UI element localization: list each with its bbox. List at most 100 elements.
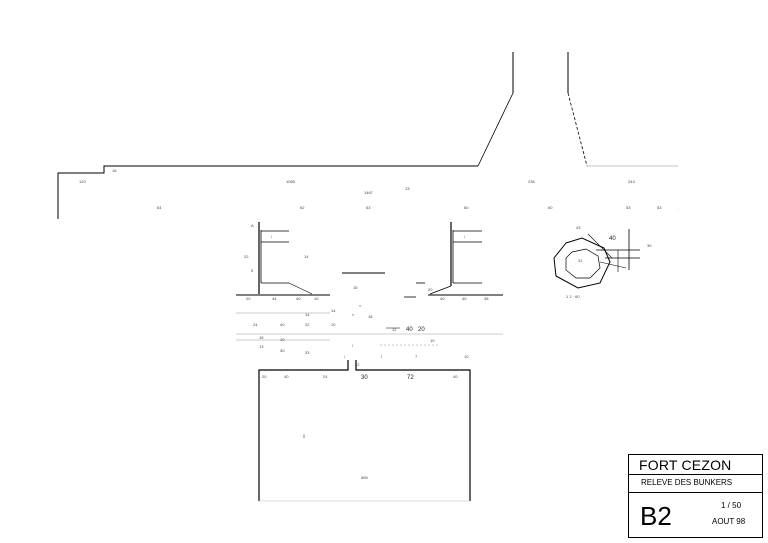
dim-mark: 53 [626, 205, 631, 210]
dim-label-20: 20 [418, 327, 425, 333]
dim-mark: 43 [576, 225, 581, 230]
dim-mark: 12 [392, 327, 397, 332]
dim-mark: · [678, 207, 679, 212]
octagonal-chamber [553, 229, 640, 289]
dim-mark: 13 [405, 186, 410, 191]
outer-walls [57, 52, 678, 219]
dim-mark: 22 [244, 254, 249, 259]
drawing-date: AOUT 98 [712, 517, 746, 526]
dim-mark: 40 [440, 296, 445, 301]
dim-mark: 62 [300, 205, 305, 210]
dim-label-30: 30 [361, 375, 368, 381]
dim-mark: 5 [251, 268, 254, 273]
dim-mark: 40 [284, 374, 289, 379]
dim-mark: 40 [462, 296, 467, 301]
right-pillar [428, 222, 503, 296]
dim-mark: 15 [259, 335, 264, 340]
dim-mark: 63 [366, 205, 371, 210]
dim-mark: 20 [246, 296, 251, 301]
dim-mark: 60 [548, 205, 553, 210]
title-row: FORT CEZON [629, 455, 762, 475]
dim-mark: 12 [355, 362, 360, 367]
dim-mark: → [596, 258, 600, 263]
dim-mark: 60 [464, 205, 469, 210]
dim-mark: 24 [253, 322, 258, 327]
drawing-subtitle: RELEVE DES BUNKERS [641, 478, 733, 487]
title-block: FORT CEZON RELEVE DES BUNKERS B2 1 / 50 … [628, 454, 763, 538]
dim-mark: 64 [157, 205, 162, 210]
dim-mark: 1 2 · 60 [566, 294, 580, 299]
dim-mark: 18 [368, 314, 373, 319]
dim-mark: 14 [304, 254, 309, 259]
shaft-right-diagonal [567, 92, 588, 167]
dim-mark: / [381, 354, 383, 359]
upper-dimension-marks: 120 16 1065 1467 13 236 243 64 62 63 60 … [79, 168, 679, 212]
dim-mark: 236 [528, 179, 535, 184]
lower-room-wall-left [258, 360, 349, 501]
dim-mark: 33 [305, 350, 310, 355]
dim-mark: 10 [464, 354, 469, 359]
dim-mark: 30 [280, 348, 285, 353]
dim-mark: 38 [484, 296, 489, 301]
dim-mark: 589 [361, 475, 368, 480]
dim-mark: 24 [323, 374, 328, 379]
dim-mark: 20 [428, 287, 433, 292]
dim-mark: 10 [331, 322, 336, 327]
chamber-diagonal-2 [599, 261, 627, 269]
dim-label-72: 72 [407, 375, 414, 381]
dim-mark: ≈ [359, 303, 362, 308]
pillar-lower-diagonal [429, 285, 452, 295]
right-pillar-marks: / 20 40 40 38 [428, 234, 489, 301]
pillar-base-diagonal [288, 282, 313, 295]
dim-mark: 120 [79, 179, 86, 184]
dim-mark: 1065 [286, 179, 296, 184]
chamber-inner [565, 248, 601, 279]
dim-label-40: 40 [609, 236, 616, 242]
dim-mark: 14 [331, 308, 336, 313]
chamber-marks: 43 40 30 31 → 1 2 · 60 [566, 225, 652, 299]
dim-mark: 10 [430, 338, 435, 343]
dim-mark: || [303, 433, 305, 438]
dim-mark: / [271, 234, 273, 239]
shaft-left-diagonal [477, 92, 514, 167]
lower-room-wall-right [355, 360, 471, 501]
dim-mark: / [352, 343, 354, 348]
lower-room [258, 360, 471, 502]
left-pillar-marks: A / 22 14 5 20 44 40 10 [244, 223, 319, 301]
left-wall-outline [57, 165, 478, 219]
dim-mark: 1467 [364, 190, 374, 195]
dim-mark: / [464, 234, 466, 239]
subtitle-row: RELEVE DES BUNKERS [629, 474, 762, 493]
dim-mark: 53 [657, 205, 662, 210]
dim-mark: 243 [628, 179, 635, 184]
dim-mark: 20 [262, 374, 267, 379]
dim-mark: 22 [305, 322, 310, 327]
dim-mark: 30 [647, 243, 652, 248]
central-marks: 15 ≈ ≈ 18 14 14 24 40 22 10 12 40 20 15 … [253, 285, 469, 367]
project-title: FORT CEZON [639, 457, 732, 473]
lower-room-marks: 20 40 24 30 72 40 || 589 [262, 374, 458, 480]
dim-mark: 40 [296, 296, 301, 301]
dim-mark: 10 [280, 337, 285, 342]
dim-mark: 44 [272, 296, 277, 301]
dim-mark: 13 [259, 344, 264, 349]
dim-mark: A [251, 223, 254, 228]
drawing-scale: 1 / 50 [721, 501, 742, 510]
dim-mark: 40 [280, 322, 285, 327]
dim-mark: 7 [415, 354, 418, 359]
dim-mark: 31 [578, 258, 583, 263]
dim-mark: 40 [453, 374, 458, 379]
chamber-outline [553, 237, 611, 289]
dim-mark: 14 [305, 312, 310, 317]
left-pillar [236, 222, 330, 296]
dim-mark: 10 [314, 296, 319, 301]
central-corridor [236, 272, 503, 346]
dim-mark: ≈ [352, 312, 355, 317]
dim-mark: / [344, 354, 346, 359]
sheet-code: B2 [640, 501, 672, 531]
chamber-diagonal [587, 233, 613, 259]
dim-mark: 15 [353, 285, 358, 290]
dim-mark: 16 [112, 168, 117, 173]
dim-label-40: 40 [406, 327, 413, 333]
